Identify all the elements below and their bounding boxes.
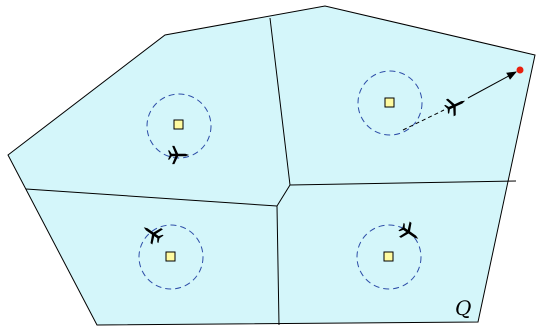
coverage-circle-top-right — [357, 70, 423, 136]
target-point — [516, 66, 524, 74]
region-label: Q — [455, 296, 471, 320]
planned-path-arrow — [467, 71, 517, 99]
planned-path-dashed — [402, 109, 445, 131]
coverage-circle-top-left — [146, 93, 212, 159]
partition-edge-vertical — [269, 17, 291, 326]
partition-edge-left — [25, 188, 278, 207]
station-top-right — [384, 97, 395, 108]
coverage-circle-bottom-right — [356, 224, 422, 290]
region-q — [7, 5, 536, 326]
partition-edge-right — [289, 180, 517, 186]
station-bottom-right — [383, 251, 394, 262]
coverage-circle-bottom-left — [138, 224, 204, 290]
station-bottom-left — [165, 251, 176, 262]
station-top-left — [173, 119, 184, 130]
